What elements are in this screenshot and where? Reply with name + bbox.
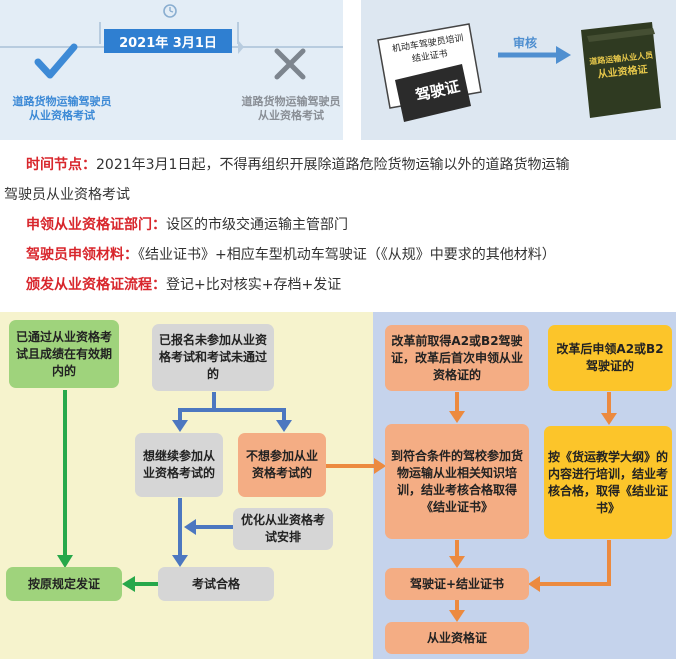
node-exam-pass: 考试合格 (158, 567, 274, 601)
date-label: 2021年 3月1日 (104, 29, 232, 53)
right-caption-line-1: 道路货物运输驾驶员 (241, 95, 341, 108)
left-caption-line-2: 从业资格考试 (29, 109, 95, 122)
node-before-reform: 改革前取得A2或B2驾驶证，改革后首次申领从业资格证的 (385, 325, 529, 391)
node-qualification: 从业资格证 (385, 622, 529, 654)
right-caption: 道路货物运输驾驶员 从业资格考试 (226, 95, 356, 123)
node-continue: 想继续参加从业资格考试的 (135, 433, 223, 497)
qualification-book-icon (581, 22, 661, 118)
time-line: 时间节点：2021年3月1日起，不得再组织开展除道路危险货物运输以外的道路货物运… (26, 154, 569, 174)
arrow-continue-to-exam (172, 498, 188, 567)
process-text: 登记+比对核实+存档+发证 (166, 277, 342, 293)
top-left-banner: 2021年 3月1日 道路货物运输驾驶员 从业资格考试 道路货物运输驾驶员 从业… (0, 0, 343, 140)
info-section: 时间节点：2021年3月1日起，不得再组织开展除道路危险货物运输以外的道路货物运… (0, 140, 676, 310)
review-label: 审核 (513, 36, 538, 50)
node-train-outline: 按《货运教学大纲》的内容进行培训，结业考核合格，取得《结业证书》 (544, 426, 672, 539)
top-right-banner: 机动车驾驶员培训 结业证书 驾驶证 审核 道路运输从业人员 从业资格证 (361, 0, 676, 140)
time-text: 2021年3月1日起，不得再组织开展除道路危险货物运输以外的道路货物运输 (96, 157, 570, 173)
arrow-before-to-training (449, 392, 465, 423)
clock-icon (163, 4, 177, 18)
arrow-training-to-license (449, 540, 465, 568)
cross-icon (274, 48, 306, 80)
arrow-registered-split (172, 392, 292, 432)
certificate-graphic (377, 22, 661, 122)
dept-text: 设区的市级交通运输主管部门 (166, 217, 348, 233)
material-line: 驾驶员申领材料：《结业证书》+相应车型机动车驾驶证（《从规》中要求的其他材料） (26, 244, 556, 264)
arrow-outline-to-license (528, 540, 611, 592)
time-line-2: 驾驶员从业资格考试 (4, 187, 130, 203)
arrow-license-to-qualification (449, 600, 465, 622)
arrow-optimize (184, 519, 233, 535)
check-icon (34, 43, 78, 79)
node-after-reform: 改革后申领A2或B2驾驶证的 (548, 325, 672, 391)
node-passed: 已通过从业资格考试且成绩在有效期内的 (9, 320, 119, 388)
material-label: 驾驶员申领材料： (26, 247, 138, 263)
node-license-plus-cert: 驾驶证+结业证书 (385, 568, 529, 600)
review-arrow-icon (498, 46, 571, 64)
dept-label: 申领从业资格证部门： (26, 217, 166, 233)
node-issue: 按原规定发证 (6, 567, 122, 601)
dept-line: 申领从业资格证部门：设区的市级交通运输主管部门 (26, 214, 348, 234)
arrow-passed-to-issue (57, 390, 73, 568)
process-line: 颁发从业资格证流程：登记+比对核实+存档+发证 (26, 274, 341, 294)
node-train-school: 到符合条件的驾校参加货物运输从业相关知识培训，结业考核合格取得《结业证书》 (385, 424, 529, 539)
left-caption-line-1: 道路货物运输驾驶员 (12, 95, 112, 108)
node-optimize: 优化从业资格考试安排 (233, 508, 333, 550)
time-label: 时间节点： (26, 157, 96, 173)
arrow-notcontinue-to-training (325, 458, 386, 474)
node-registered: 已报名未参加从业资格考试和考试未通过的 (152, 324, 274, 391)
right-caption-line-2: 从业资格考试 (258, 109, 324, 122)
process-label: 颁发从业资格证流程： (26, 277, 166, 293)
certificate-icon (377, 23, 482, 122)
arrow-exam-to-issue (122, 576, 158, 592)
node-not-continue: 不想参加从业资格考试的 (238, 433, 326, 497)
material-text: 《结业证书》+相应车型机动车驾驶证（《从规》中要求的其他材料） (138, 247, 556, 263)
left-caption: 道路货物运输驾驶员 从业资格考试 (0, 95, 124, 123)
arrow-after-to-outline (601, 392, 617, 425)
